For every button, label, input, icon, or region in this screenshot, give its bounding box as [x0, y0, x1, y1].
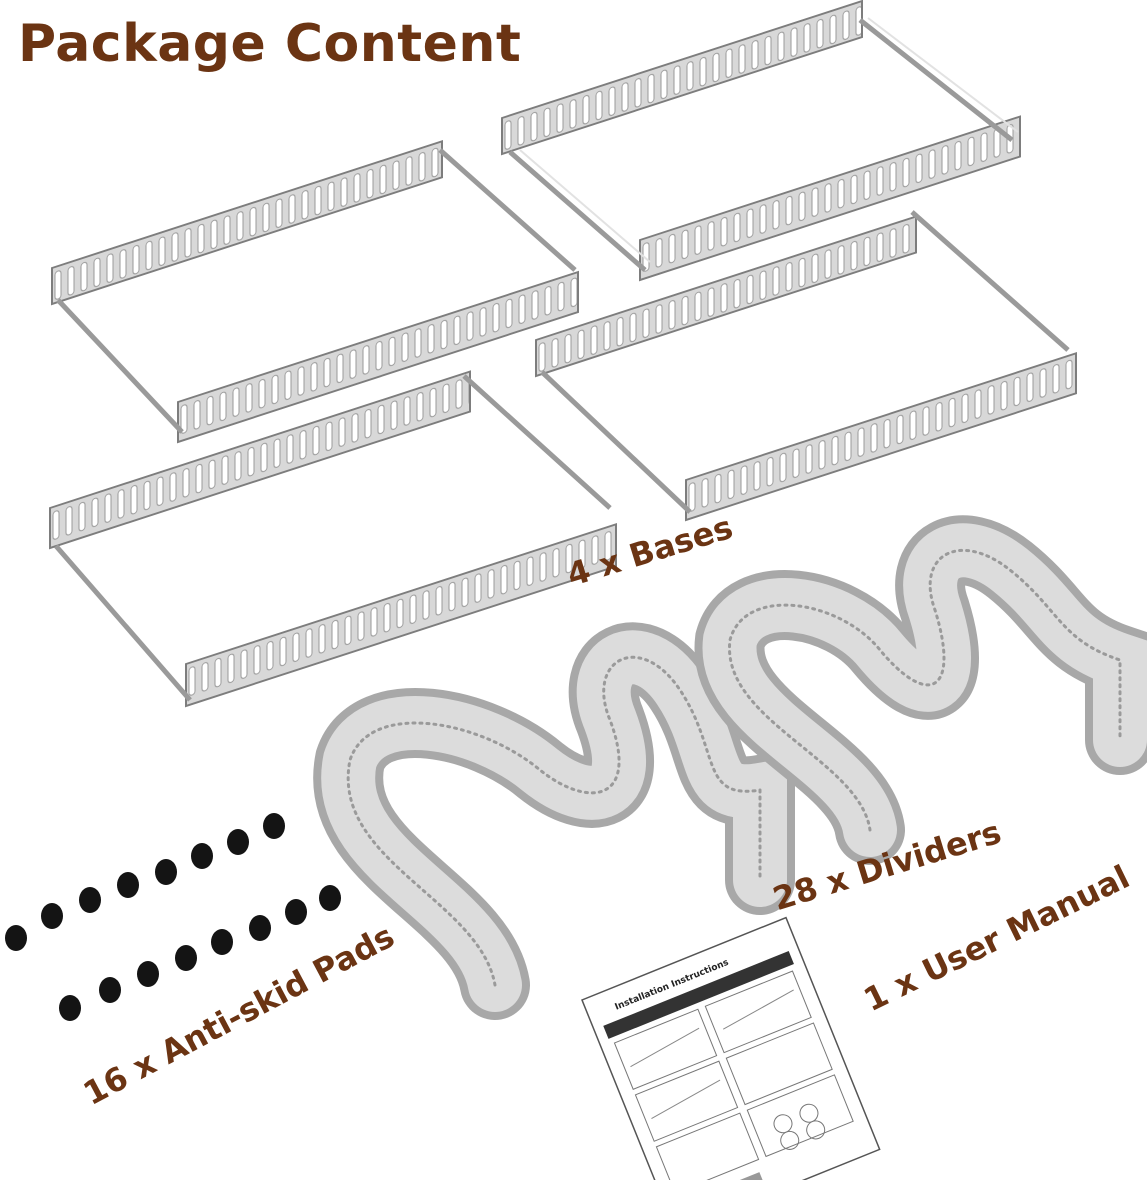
user-manual-sheet: Installation Instructions: [581, 916, 881, 1180]
anti-skid-pads: [5, 813, 341, 1021]
base-frame-1: [501, 0, 1021, 282]
base-frame-3: [49, 370, 617, 708]
base-frame-4: [535, 210, 1077, 522]
base-frame-2: [51, 139, 579, 444]
dividers-bundle-left: [313, 622, 795, 1020]
page-title: Package Content: [18, 14, 522, 74]
dividers-bundle-right: [694, 515, 1147, 865]
